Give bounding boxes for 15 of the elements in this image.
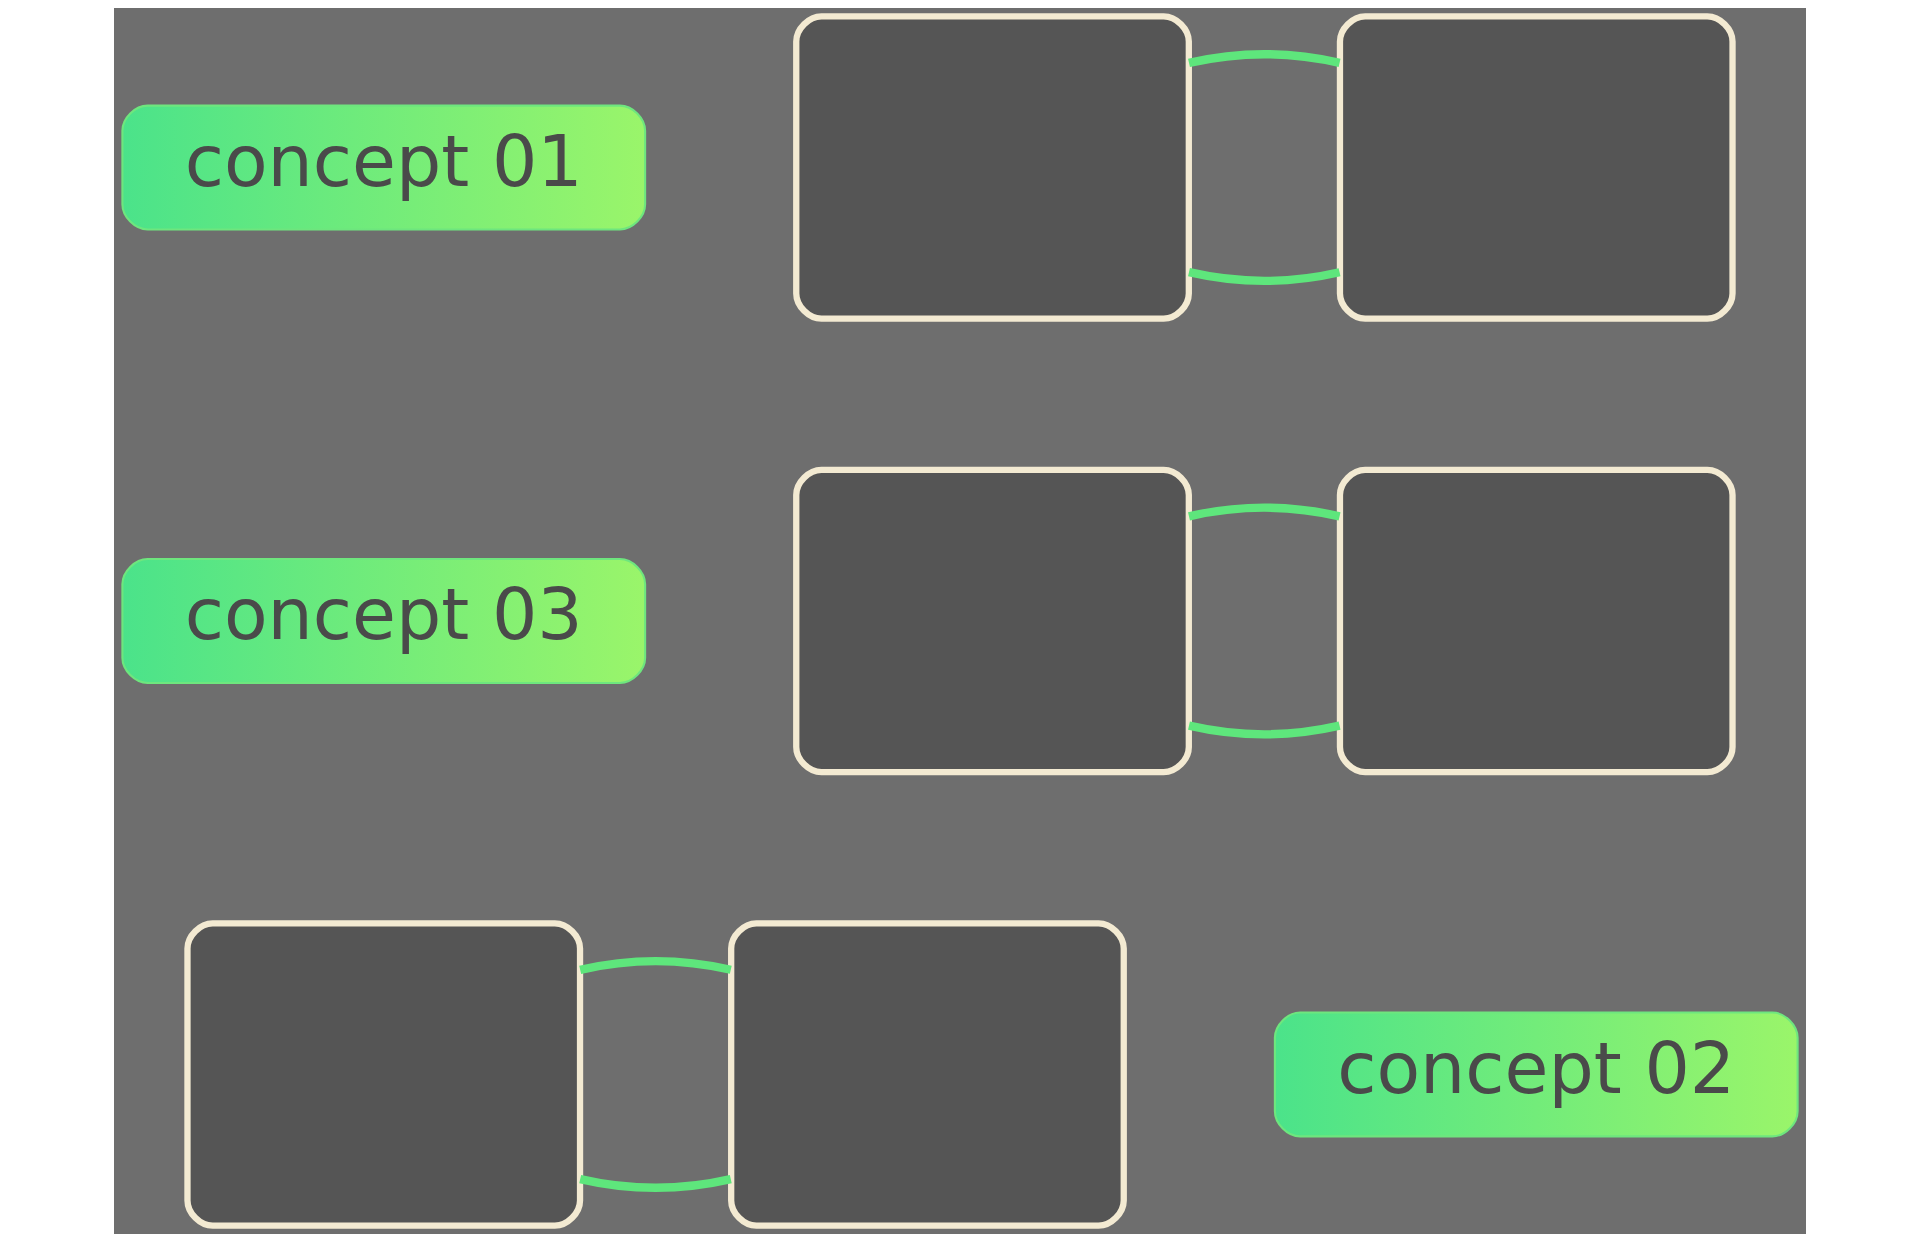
- connector: [1188, 50, 1341, 68]
- node-box: concept 02: [1273, 1011, 1799, 1138]
- connector: [1188, 721, 1341, 739]
- node-box: concept 01: [121, 104, 647, 231]
- node-box: [1336, 466, 1736, 776]
- node-box: [793, 13, 1192, 322]
- connector: [1188, 503, 1341, 521]
- connector: [579, 956, 732, 974]
- node-box: [793, 466, 1192, 776]
- node-box: [1336, 13, 1736, 322]
- connector: [579, 1174, 732, 1192]
- connector: [1188, 268, 1341, 286]
- node-box: concept 03: [121, 558, 647, 684]
- node-box: [728, 920, 1127, 1229]
- node-box: [184, 920, 584, 1229]
